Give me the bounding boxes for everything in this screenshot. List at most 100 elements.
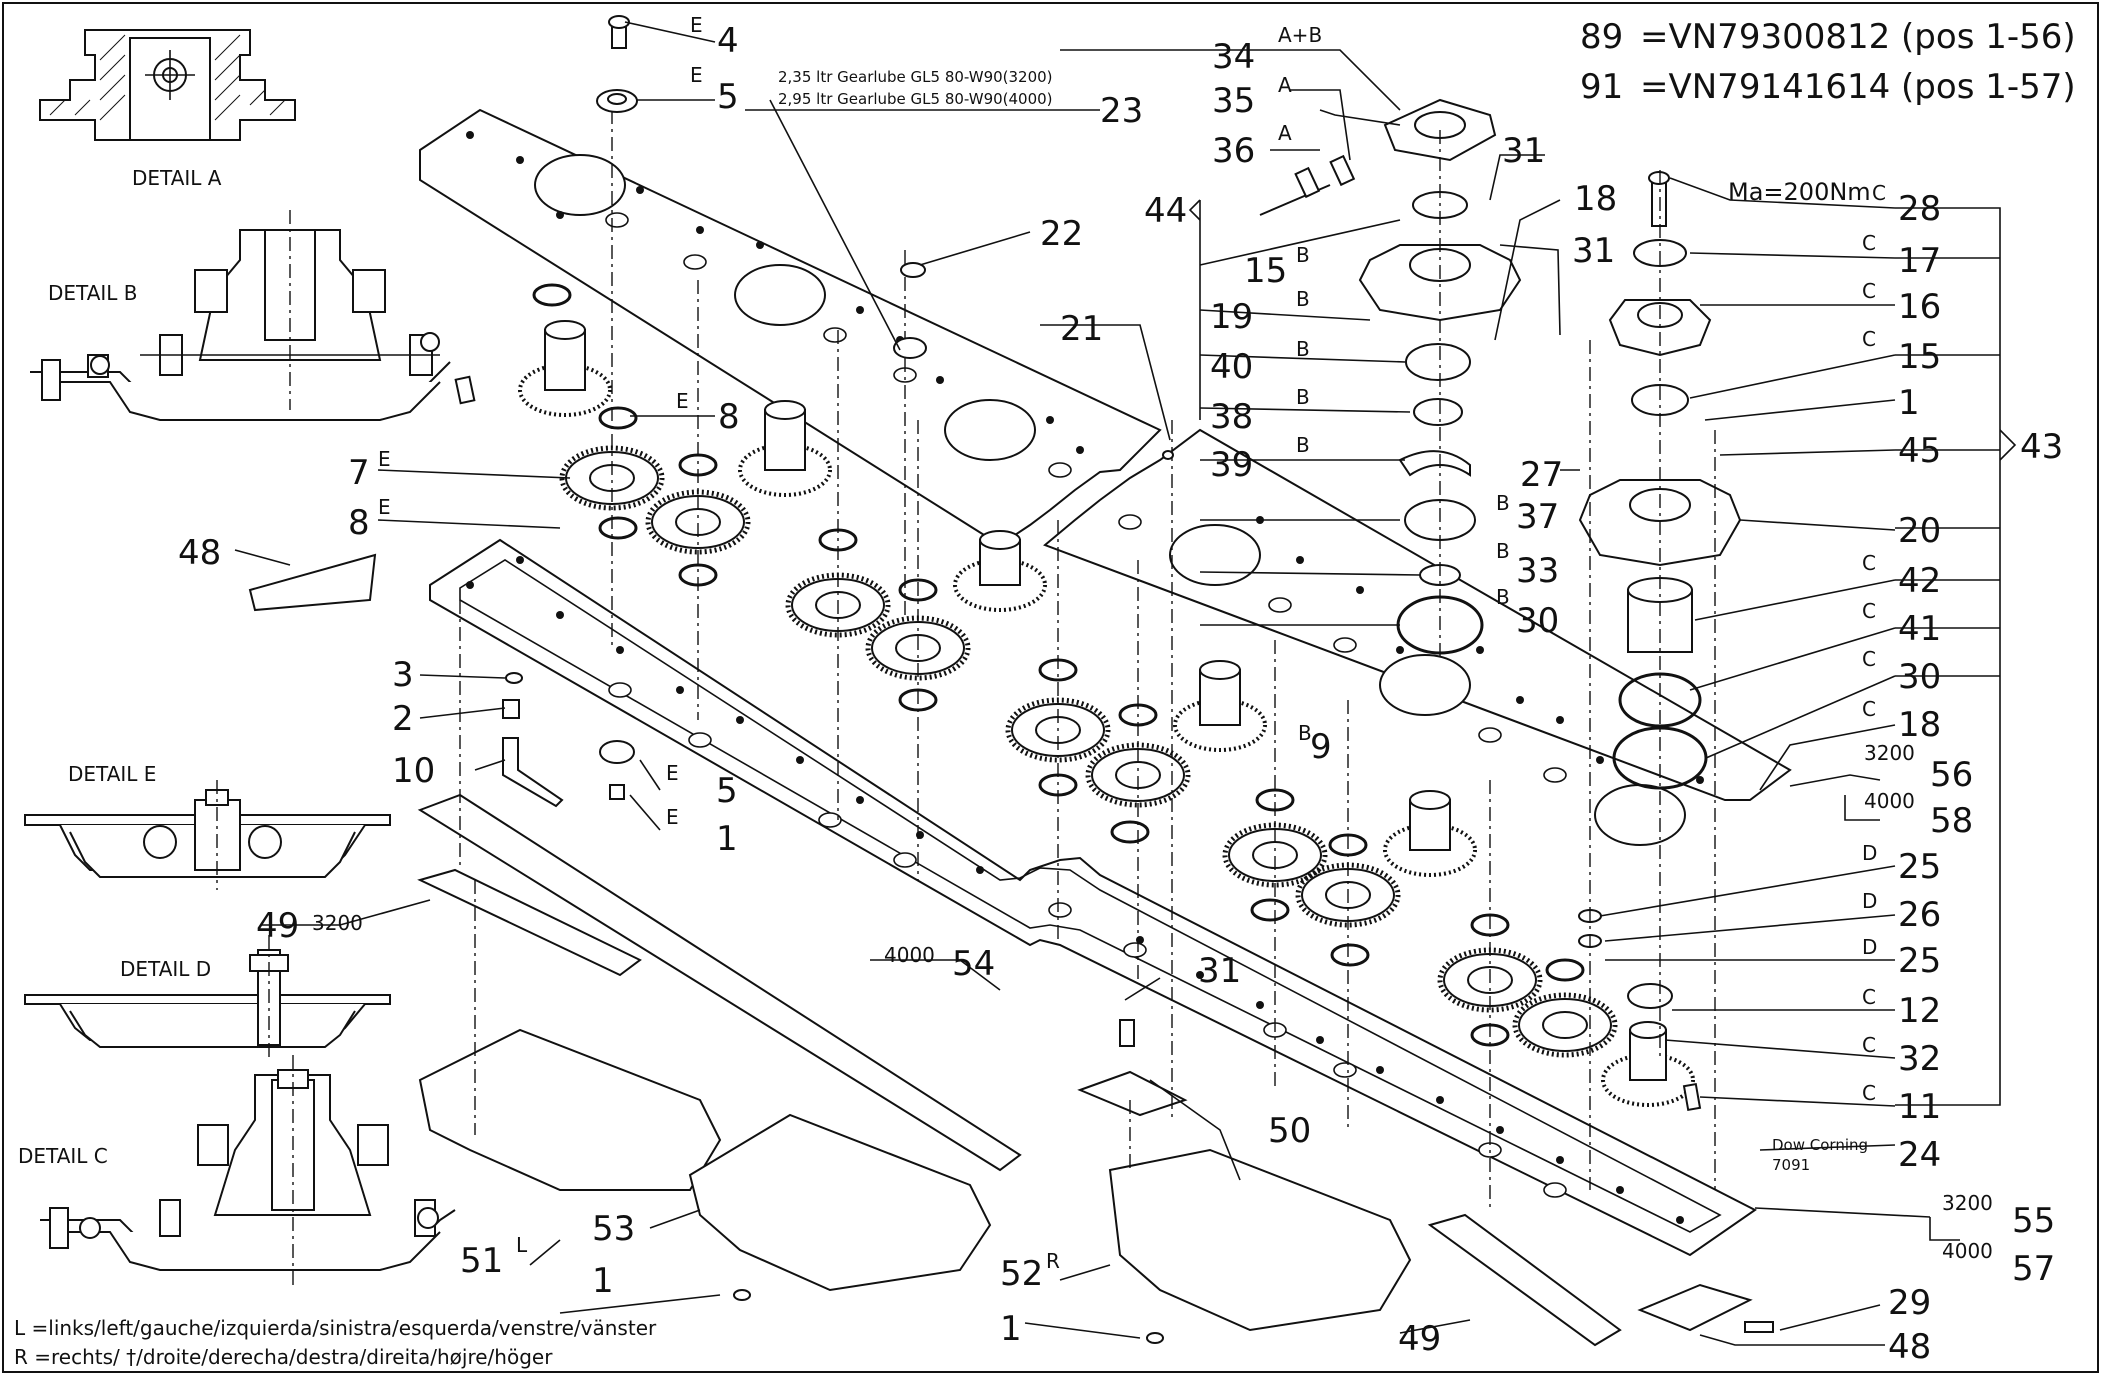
tag-l-51: L bbox=[516, 1233, 528, 1257]
ref-code-89: =VN79300812 (pos 1-56) bbox=[1640, 17, 2076, 57]
callout-32: 32 bbox=[1898, 1039, 1941, 1079]
top-cover-plate bbox=[419, 108, 1792, 846]
hub-assembly-c bbox=[1578, 170, 1742, 1190]
detail-e: DETAIL E bbox=[24, 762, 391, 890]
callout-41: 41 bbox=[1898, 609, 1941, 649]
callout-39: 39 bbox=[1210, 445, 1253, 485]
tag-b-40: B bbox=[1296, 337, 1310, 361]
detail-e-label: DETAIL E bbox=[68, 762, 156, 786]
callout-12: 12 bbox=[1898, 991, 1941, 1031]
tag-4000-54: 4000 bbox=[884, 943, 935, 967]
tag-c-42: C bbox=[1862, 551, 1876, 575]
callout-1b: 1 bbox=[592, 1261, 614, 1301]
tag-c-30: C bbox=[1862, 647, 1876, 671]
tag-b-38: B bbox=[1296, 385, 1310, 409]
callout-43: 43 bbox=[2020, 427, 2063, 467]
callout-57: 57 bbox=[2012, 1249, 2055, 1289]
tag-4000-58: 4000 bbox=[1864, 789, 1915, 813]
callout-31a: 31 bbox=[1502, 131, 1545, 171]
callout-48: 48 bbox=[178, 533, 221, 573]
ref-code-91: =VN79141614 (pos 1-57) bbox=[1640, 67, 2076, 107]
tag-b-19: B bbox=[1296, 287, 1310, 311]
tag-c-12: C bbox=[1862, 985, 1876, 1009]
callout-45: 45 bbox=[1898, 431, 1941, 471]
callout-55: 55 bbox=[2012, 1201, 2055, 1241]
callout-2: 2 bbox=[392, 699, 414, 739]
callout-1c: 1 bbox=[1000, 1309, 1022, 1349]
callout-26: 26 bbox=[1898, 895, 1941, 935]
tag-e-4: E bbox=[690, 13, 703, 37]
callout-53: 53 bbox=[592, 1209, 635, 1249]
tag-3200-49: 3200 bbox=[312, 911, 363, 935]
detail-d: DETAIL D bbox=[24, 935, 391, 1060]
tag-b-9: B bbox=[1298, 721, 1312, 745]
callout-38: 38 bbox=[1210, 397, 1253, 437]
callout-20: 20 bbox=[1898, 511, 1941, 551]
callout-3: 3 bbox=[392, 655, 414, 695]
tag-e-1: E bbox=[666, 805, 679, 829]
tag-c-16: C bbox=[1862, 279, 1876, 303]
tag-b-30: B bbox=[1496, 585, 1510, 609]
callout-24: 24 bbox=[1898, 1135, 1941, 1175]
sealant-note-line2: 7091 bbox=[1772, 1156, 1810, 1174]
tag-d-26: D bbox=[1862, 889, 1877, 913]
oil-note-4000: 2,95 ltr Gearlube GL5 80-W90(4000) bbox=[778, 90, 1053, 108]
oil-note-3200: 2,35 ltr Gearlube GL5 80-W90(3200) bbox=[778, 68, 1053, 86]
callout-34: 34 bbox=[1212, 37, 1255, 77]
tag-3200-55: 3200 bbox=[1942, 1191, 1993, 1215]
callout-35: 35 bbox=[1212, 81, 1255, 121]
callout-17: 17 bbox=[1898, 241, 1941, 281]
callout-7: 7 bbox=[348, 453, 370, 493]
callout-56: 56 bbox=[1930, 755, 1973, 795]
detail-c: DETAIL C bbox=[18, 1055, 456, 1290]
tag-e-8b: E bbox=[378, 495, 391, 519]
callout-44: 44 bbox=[1144, 191, 1187, 231]
tag-r-52: R bbox=[1046, 1249, 1060, 1273]
callout-30b: 30 bbox=[1898, 657, 1941, 697]
callout-1d: 1 bbox=[1898, 383, 1920, 423]
ref-num-91: 91 bbox=[1580, 67, 1623, 107]
detail-b-label: DETAIL B bbox=[48, 281, 138, 305]
centerlines bbox=[459, 110, 1491, 1210]
callout-36: 36 bbox=[1212, 131, 1255, 171]
callout-28: 28 bbox=[1898, 189, 1941, 229]
callout-10: 10 bbox=[392, 751, 435, 791]
tag-b-15: B bbox=[1296, 243, 1310, 267]
callout-52: 52 bbox=[1000, 1254, 1043, 1294]
callout-18a: 18 bbox=[1574, 179, 1617, 219]
tag-b-33: B bbox=[1496, 539, 1510, 563]
callout-8b: 8 bbox=[348, 503, 370, 543]
tag-ab-34: A+B bbox=[1278, 23, 1322, 47]
callout-5: 5 bbox=[717, 77, 739, 117]
tag-c-18: C bbox=[1862, 697, 1876, 721]
callout-19: 19 bbox=[1210, 297, 1253, 337]
bottom-housing bbox=[429, 538, 1757, 1257]
side-legend: L =links/left/gauche/izquierda/sinistra/… bbox=[14, 1316, 657, 1369]
tag-c-32: C bbox=[1862, 1033, 1876, 1057]
callout-42: 42 bbox=[1898, 561, 1941, 601]
callout-25b: 25 bbox=[1898, 941, 1941, 981]
callout-25a: 25 bbox=[1898, 847, 1941, 887]
detail-b: DETAIL B bbox=[30, 210, 451, 421]
callout-4: 4 bbox=[717, 21, 739, 61]
hub-assembly-b bbox=[1259, 98, 1522, 660]
callout-51: 51 bbox=[460, 1241, 503, 1281]
callout-5b: 5 bbox=[716, 771, 738, 811]
tag-d-25b: D bbox=[1862, 935, 1877, 959]
callout-15a: 15 bbox=[1244, 251, 1287, 291]
tag-c-28: C bbox=[1872, 181, 1886, 205]
skid-plates bbox=[248, 553, 1753, 1347]
tag-c-17: C bbox=[1862, 231, 1876, 255]
callout-29: 29 bbox=[1888, 1283, 1931, 1323]
callout-37: 37 bbox=[1516, 497, 1559, 537]
letter-tags: E E E E E E E A+B A A B B B B B B B B B … bbox=[312, 13, 1993, 1273]
sealant-note-line1: Dow Corning bbox=[1772, 1136, 1868, 1154]
callout-9: 9 bbox=[1310, 727, 1332, 767]
callout-8: 8 bbox=[718, 397, 740, 437]
torque-note: Ma=200Nm bbox=[1728, 178, 1871, 206]
ref-num-89: 89 bbox=[1580, 17, 1623, 57]
callout-23: 23 bbox=[1100, 91, 1143, 131]
detail-c-label: DETAIL C bbox=[18, 1144, 108, 1168]
detail-a-label: DETAIL A bbox=[132, 166, 222, 190]
